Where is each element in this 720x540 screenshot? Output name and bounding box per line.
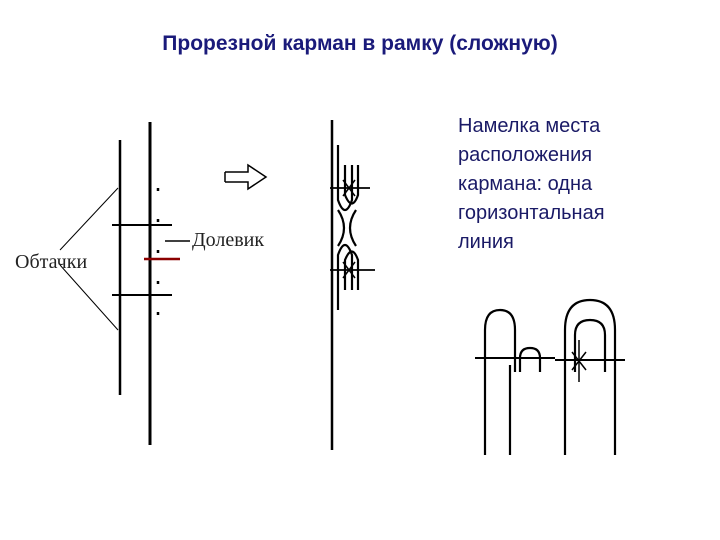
arrow-icon bbox=[224, 163, 268, 191]
facings-label: Обтачки bbox=[15, 251, 87, 273]
slide-title: Прорезной карман в рамку (сложную) bbox=[162, 32, 558, 55]
instruction-note: Намелка места расположения кармана: одна… bbox=[458, 112, 688, 257]
loop-b-inner bbox=[573, 318, 607, 372]
loop-top-right bbox=[343, 165, 360, 205]
loop-b-outer bbox=[563, 298, 617, 455]
note-line-5: линия bbox=[458, 231, 514, 253]
grain-label: Долевик bbox=[192, 229, 264, 251]
note-line-3: кармана: одна bbox=[458, 173, 593, 195]
loop-top-left bbox=[336, 145, 354, 212]
note-line-1: Намелка места bbox=[458, 115, 601, 137]
pocket-loops-figure bbox=[475, 298, 625, 455]
note-line-2: расположения bbox=[458, 144, 593, 166]
fold-curve-left bbox=[337, 209, 346, 247]
note-line-4: горизонтальная bbox=[458, 202, 605, 224]
cross-stitch-bottom bbox=[342, 261, 356, 279]
loop-a-outer bbox=[483, 308, 517, 455]
loop-a-small bbox=[518, 346, 542, 372]
layered-fabric-figure bbox=[59, 122, 190, 445]
loop-bottom-left bbox=[336, 243, 354, 310]
fold-curve-right bbox=[348, 209, 357, 247]
loop-bottom-right bbox=[343, 250, 360, 290]
facings-pointer-top bbox=[59, 187, 119, 251]
facings-pointer-bottom bbox=[59, 264, 119, 331]
cross-stitch-top bbox=[342, 179, 356, 197]
stitched-frame-figure bbox=[330, 120, 375, 450]
